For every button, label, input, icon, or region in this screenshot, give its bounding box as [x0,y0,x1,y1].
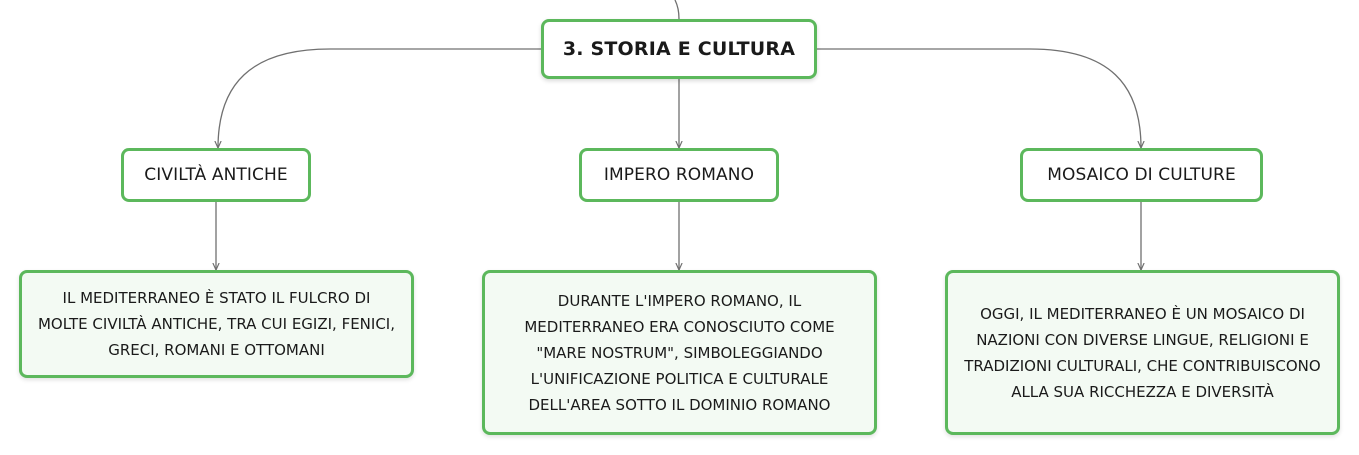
connector-from-parent [674,0,680,20]
root-topic-label: 3. STORIA E CULTURA [562,38,796,60]
connector-root-to-civilta-antiche [218,48,541,148]
topic-impero-romano[interactable]: IMPERO ROMANO [579,148,779,202]
topic-label: MOSAICO DI CULTURE [1047,165,1236,185]
subtopic-mosaico-di-culture-description[interactable]: OGGI, IL MEDITERRANEO È UN MOSAICO DI NA… [945,270,1340,435]
subtopic-text: DURANTE L'IMPERO ROMANO, IL MEDITERRANEO… [524,291,835,414]
topic-mosaico-di-culture[interactable]: MOSAICO DI CULTURE [1020,148,1263,202]
topic-label: IMPERO ROMANO [603,165,755,185]
subtopic-civilta-antiche-description[interactable]: IL MEDITERRANEO È STATO IL FULCRO DI MOL… [19,270,414,378]
topic-label: CIVILTÀ ANTICHE [144,165,288,185]
connector-root-to-mosaico-di-culture [817,48,1141,148]
topic-civilta-antiche[interactable]: CIVILTÀ ANTICHE [121,148,311,202]
subtopic-text: IL MEDITERRANEO È STATO IL FULCRO DI MOL… [37,289,395,359]
subtopic-text: OGGI, IL MEDITERRANEO È UN MOSAICO DI NA… [964,304,1321,401]
root-topic-node[interactable]: 3. STORIA E CULTURA [541,19,817,79]
subtopic-impero-romano-description[interactable]: DURANTE L'IMPERO ROMANO, IL MEDITERRANEO… [482,270,877,435]
